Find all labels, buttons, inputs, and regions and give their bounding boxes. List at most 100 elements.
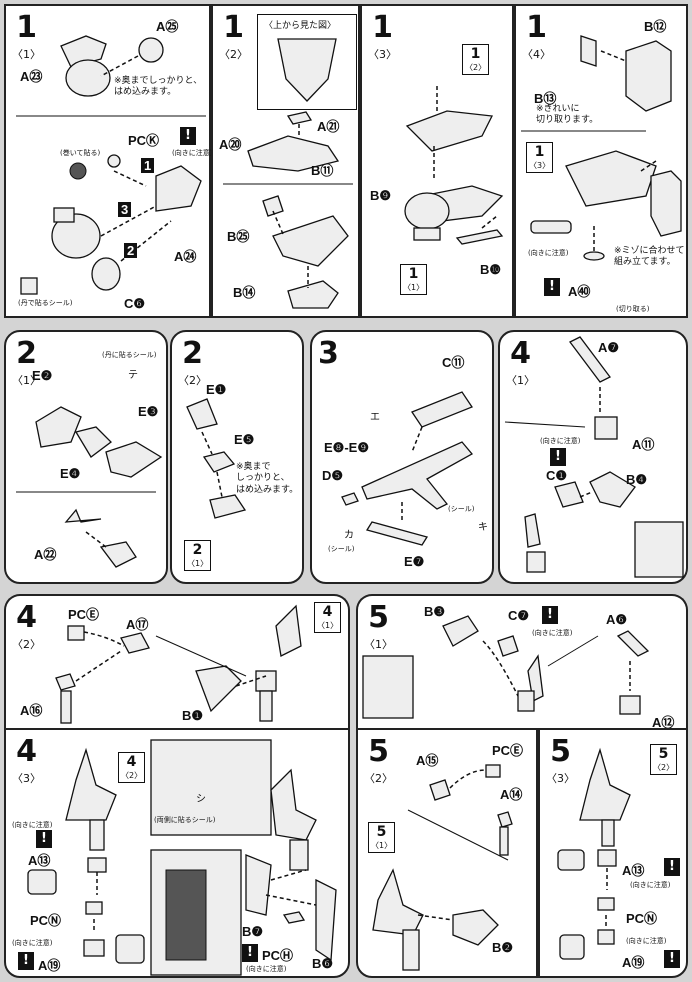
part-label-pce: PCⒺ [492, 743, 524, 758]
part-label-e8-e9: E❽-E❾ [324, 440, 369, 455]
part-label-a13: A⑬ [28, 853, 51, 868]
step-marker-2: 2 [124, 243, 138, 258]
illustration-leg-full-assembly [27, 739, 337, 976]
caution-note: (向きに注意) [172, 149, 213, 157]
ref-box-top: 1〈2〉 [462, 44, 490, 75]
roll-note: (巻いて貼る) [60, 149, 101, 157]
illustration-head-assembly [16, 35, 206, 295]
seal-ki: キ [478, 522, 488, 533]
part-label-b3: B❸ [424, 604, 446, 619]
step-number: 4〈1〉 [506, 336, 535, 387]
warning-icon: ! [542, 606, 558, 624]
part-label-pch: PCⒽ [262, 948, 294, 963]
step-number: 2〈1〉 [12, 336, 41, 387]
part-label-b25: B㉕ [227, 229, 250, 244]
warning-icon-2: ! [664, 950, 680, 968]
part-label-a12: A⑫ [652, 715, 675, 730]
part-label-a22: A㉒ [34, 547, 57, 562]
illustration-rifle-assembly [341, 391, 474, 546]
illustration-arm-right-assembly [362, 615, 650, 719]
part-label-a13: A⑬ [622, 863, 645, 878]
caution-note: (向きに注意) [528, 249, 569, 257]
illustration-head-parts [16, 406, 163, 568]
part-label-a16: A⑯ [20, 703, 43, 718]
caution-note-1: (向きに注意) [630, 881, 671, 889]
seal-shi: シ [196, 794, 206, 805]
step-number: 5〈3〉 [546, 734, 575, 785]
part-label-b12: B⑫ [644, 19, 667, 34]
panel-step-5-2: 5〈2〉 A⑮ PCⒺ A⑭ 5〈1〉 B❷ [356, 728, 538, 978]
caution-note: (向きに注意) [532, 629, 573, 637]
step-number: 5〈1〉 [364, 600, 393, 651]
panel-step-1-4: 1〈4〉 B⑫ B⑬ ※きれいに 切り取ります。 1〈3〉 (向きに注意) ※ミ… [514, 4, 688, 318]
part-label-b2: B❷ [492, 940, 514, 955]
panel-step-4-3: 4〈3〉 4〈2〉 (向きに注意) ! A⑬ PCⓃ (向きに注意) ! A⑲ … [4, 728, 350, 978]
part-label-a6: A❻ [606, 612, 628, 627]
part-label-c11: C⑪ [442, 355, 465, 370]
step-number: 1〈4〉 [522, 10, 551, 61]
illustration-body-assembly [404, 86, 504, 245]
part-label-pce: PCⒺ [68, 607, 100, 622]
cut-note: ※きれいに 切り取ります。 [536, 104, 599, 126]
part-label-a21: A㉑ [317, 119, 340, 134]
step-number: 2〈2〉 [178, 336, 207, 387]
part-label-e7: E❼ [404, 554, 425, 569]
step-marker-3: 3 [118, 202, 132, 217]
part-label-a14: A⑭ [500, 787, 523, 802]
step-number: 1〈1〉 [12, 10, 41, 61]
illustration-leg-assembly [55, 604, 302, 724]
step-number: 1〈3〉 [368, 10, 397, 61]
part-label-pcn: PCⓃ [626, 911, 658, 926]
ref-box: 5〈1〉 [368, 822, 396, 853]
panel-step-1-1: 1〈1〉 A㉕ A㉓ ※奥までしっかりと、 はめ込みます。 PCⓀ ! (向きに… [4, 4, 213, 318]
warning-icon: ! [544, 278, 560, 296]
part-label-a11: A⑪ [632, 437, 655, 452]
illustration-head-crest [186, 398, 247, 519]
ref-box: 2〈1〉 [184, 540, 212, 571]
part-label-a24: A㉔ [174, 249, 197, 264]
seal-note: (丹で貼るシール) [18, 299, 73, 307]
step-marker-1: 1 [141, 158, 155, 173]
part-label-b7: B❼ [242, 924, 264, 939]
part-label-b13: B⑬ [534, 91, 557, 106]
caution-note-2: (向きに注意) [626, 937, 667, 945]
part-label-c6: C❻ [124, 296, 146, 311]
warning-icon-2: ! [18, 952, 34, 970]
panel-step-5-1: 5〈1〉 B❸ C❼ ! (向きに注意) A❻ A⑫ [356, 594, 688, 730]
part-label-c7: C❼ [508, 608, 530, 623]
part-label-b10: B❿ [480, 262, 502, 277]
caution-note: (向きに注意) [540, 437, 581, 445]
warning-icon-3: ! [242, 944, 258, 962]
caution-note-2: (向きに注意) [12, 939, 53, 947]
panel-step-2-2: 2〈2〉 E❶ E❺ ※奥まで しっかりと、 はめ込みます。 2〈1〉 [170, 330, 304, 584]
step-number: 3 [318, 336, 339, 371]
top-view-callout: 〈上から見た図〉 [257, 14, 357, 110]
part-label-pcn: PCⓃ [30, 913, 62, 928]
part-label-a15: A⑮ [416, 753, 439, 768]
caution-note-1: (向きに注意) [12, 821, 53, 829]
ref-box: 4〈1〉 [314, 602, 342, 633]
top-view-title: 〈上から見た図〉 [264, 21, 337, 31]
illustration-leg-right-parts [557, 747, 631, 960]
seal-ka: カ [344, 530, 354, 541]
part-label-e5: E❺ [234, 432, 255, 447]
cutoff-note: (切り取る) [616, 305, 650, 313]
ref-box-bottom: 1〈1〉 [400, 264, 428, 295]
warning-icon: ! [180, 127, 196, 145]
part-label-a19: A⑲ [38, 958, 61, 973]
part-label-a7: A❼ [598, 340, 620, 355]
part-label-e1: E❶ [206, 382, 227, 397]
part-label-e4: E❹ [60, 466, 81, 481]
panel-step-5-3: 5〈3〉 5〈2〉 A⑬ ! (向きに注意) PCⓃ (向きに注意) A⑲ ! [538, 728, 688, 978]
panel-step-3: 3 C⑪ エ E❽-E❾ D❺ キ (シール) カ (シール) E❼ [310, 330, 494, 584]
warning-icon: ! [550, 448, 566, 466]
panel-step-1-2: 1〈2〉 〈上から見た図〉 A㉑ A⑳ B⑪ B㉕ B⑭ [211, 4, 360, 318]
part-label-a17: A⑰ [126, 617, 149, 632]
step-number: 4〈3〉 [12, 734, 41, 785]
part-label-c1: C❶ [546, 468, 568, 483]
panel-step-1-3: 1〈3〉 1〈2〉 B❾ 1〈1〉 B❿ [360, 4, 514, 318]
step-number: 4〈2〉 [12, 600, 41, 651]
panel-step-2-1: 2〈1〉 (丹に貼るシール) テ E❷ E❸ E❹ A㉒ [4, 330, 168, 584]
part-label-d5: D❺ [322, 468, 344, 483]
panel-step-4-2: 4〈2〉 PCⒺ A⑰ A⑯ B❶ 4〈1〉 [4, 594, 350, 728]
